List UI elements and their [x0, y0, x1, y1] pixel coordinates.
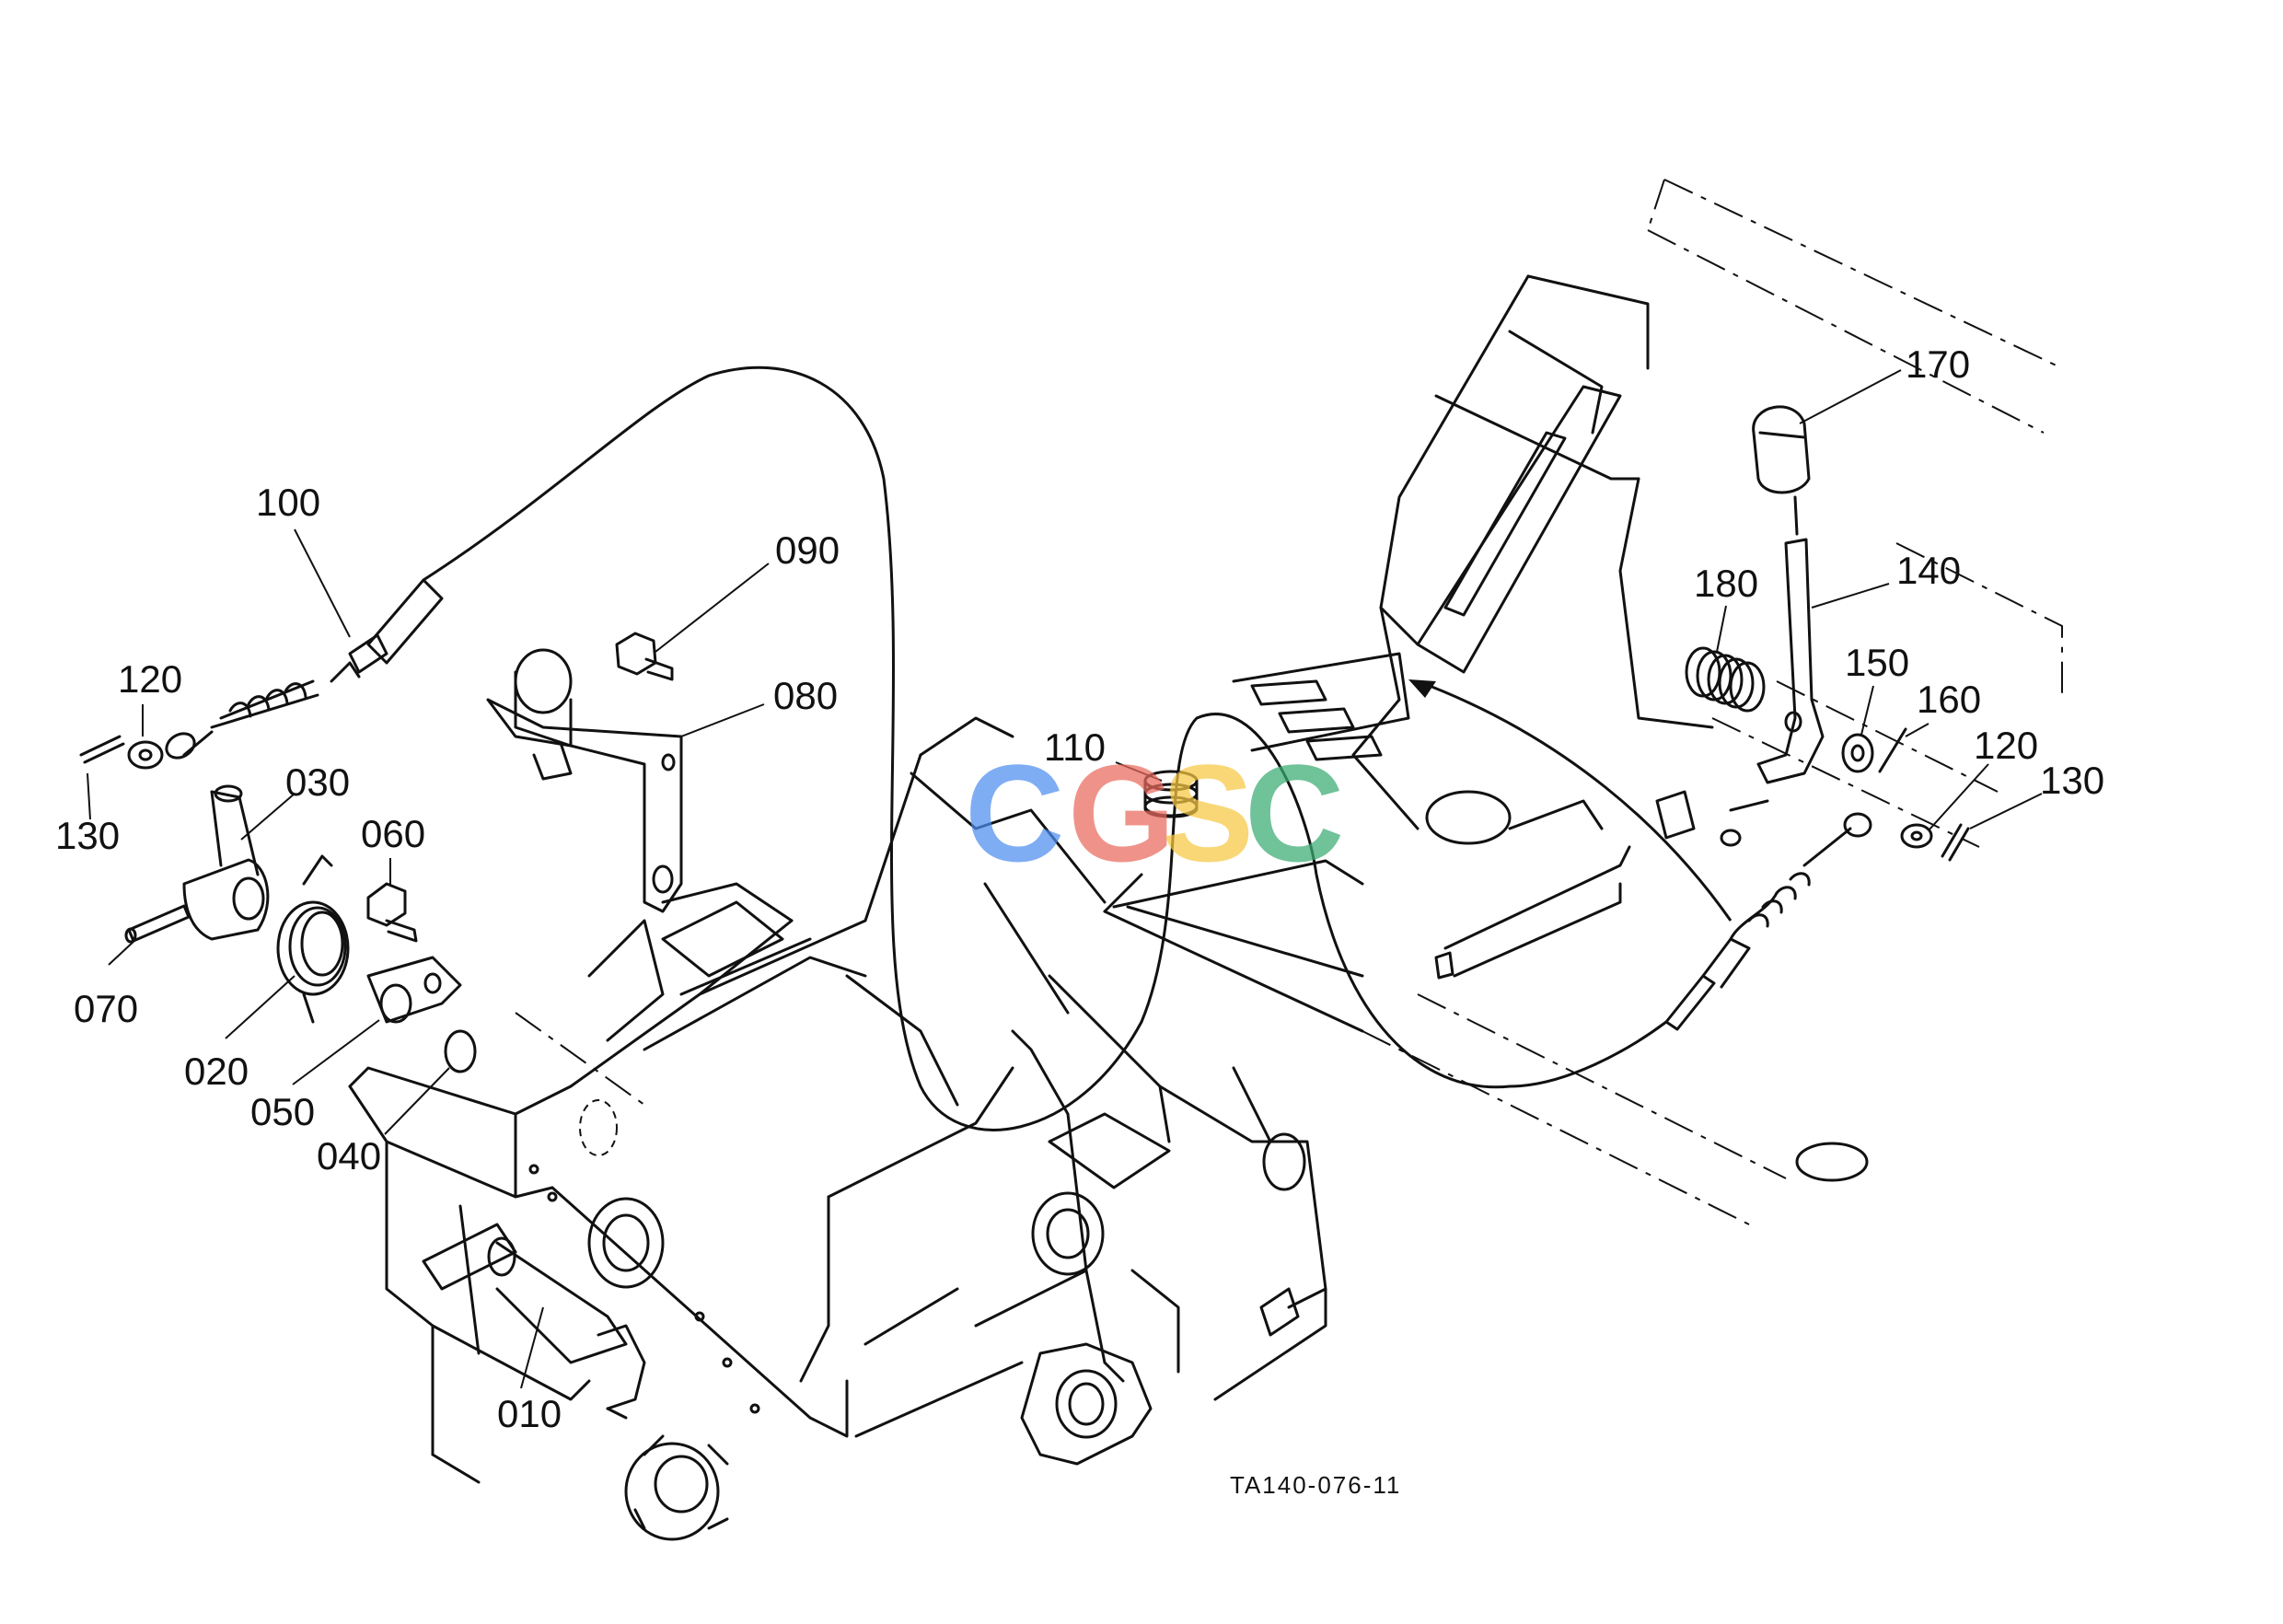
- drawing-code: TA140-076-11: [1230, 1471, 1401, 1499]
- callout-080: 080: [773, 674, 838, 717]
- callout-140: 140: [1896, 549, 1961, 592]
- callout-110: 110: [1044, 725, 1106, 769]
- callout-020: 020: [184, 1050, 249, 1093]
- deck-hole: [1425, 790, 1512, 845]
- callout-170: 170: [1906, 342, 1970, 386]
- flange-knob: [1020, 1342, 1153, 1466]
- o-ring-040: [444, 1029, 477, 1073]
- spring-180: [1685, 646, 1766, 713]
- watermark-logo: C G S C: [965, 736, 1344, 890]
- housing-boss: [1031, 1191, 1105, 1276]
- leader-lines: [87, 369, 2043, 1389]
- bolt-060: [366, 882, 418, 943]
- callout-060: 060: [361, 812, 425, 855]
- watermark-letter-c1: C: [965, 736, 1064, 890]
- transmission-housing: [348, 716, 1327, 1484]
- watermark-letter-g: G: [1068, 736, 1176, 890]
- shift-gate-plate: [1112, 385, 1622, 978]
- bracket-080: [486, 648, 683, 913]
- lever-140: [1756, 495, 1825, 784]
- callout-labels: 100 090 120 080 130 030 060 070 020 050 …: [55, 342, 2104, 1435]
- watermark-letter-c2: C: [1245, 736, 1344, 890]
- nut-110: [1143, 770, 1199, 818]
- cable-routing: [423, 365, 1733, 1131]
- spring-020: [276, 854, 350, 1024]
- callout-040: 040: [317, 1134, 381, 1177]
- callout-070: 070: [74, 987, 138, 1030]
- bolt-090: [615, 632, 674, 681]
- deck-slot: [1795, 1142, 1869, 1182]
- washer-150: [1841, 733, 1874, 773]
- callout-180: 180: [1694, 562, 1758, 605]
- cable-100-left-end: [165, 578, 444, 760]
- callout-120-left: 120: [118, 657, 182, 701]
- callout-100: 100: [256, 481, 320, 524]
- callout-050: 050: [250, 1090, 315, 1133]
- chassis-frame: [1103, 179, 2063, 1225]
- shift-shaft-assembly: [422, 1223, 729, 1541]
- pin-160: [1878, 727, 1907, 773]
- callout-130-left: 130: [55, 814, 120, 857]
- pin-070: [124, 904, 191, 944]
- knob-170: [1752, 405, 1811, 494]
- cotter-pin-130-right: [1941, 823, 1970, 862]
- washer-120-right: [1900, 823, 1933, 849]
- washer-120-left: [127, 740, 164, 770]
- callout-120-right: 120: [1974, 724, 2038, 767]
- cable-100-right-end: [1664, 812, 1872, 1031]
- callout-030: 030: [285, 760, 350, 804]
- callout-160: 160: [1917, 678, 1981, 721]
- callout-130-right: 130: [2040, 759, 2104, 802]
- cotter-pin-130-left: [79, 735, 125, 764]
- lever-030: [182, 784, 270, 941]
- callout-010: 010: [497, 1392, 562, 1435]
- callout-150: 150: [1845, 641, 1909, 684]
- watermark-letter-s: S: [1162, 736, 1254, 890]
- shift-rods: [1434, 790, 1769, 980]
- bracket-050: [366, 956, 462, 1024]
- callout-090: 090: [775, 528, 840, 572]
